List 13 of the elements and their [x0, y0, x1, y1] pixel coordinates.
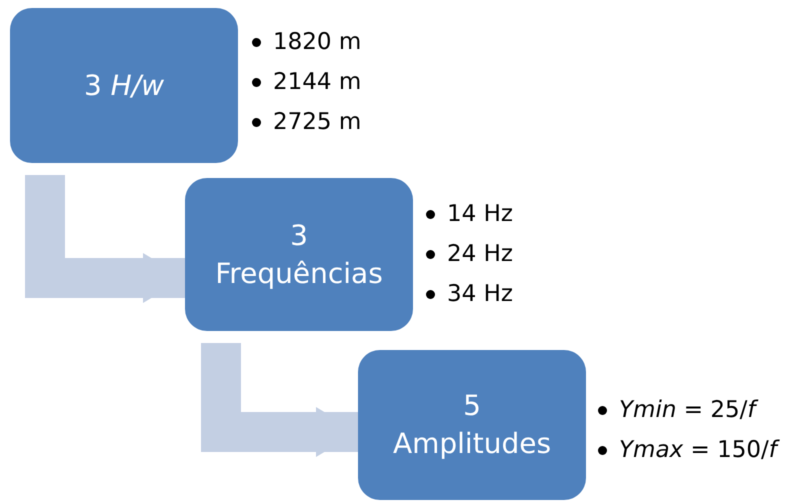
bullet-item: 2725 m — [273, 108, 362, 137]
bullet-item: 2144 m — [273, 68, 362, 97]
process-box — [185, 178, 413, 331]
box-label: 3 H/w — [84, 68, 164, 104]
bullet-item: 1820 m — [273, 28, 362, 57]
box-label: 3 Frequências — [214, 218, 384, 292]
box-label: 5 Amplitudes — [392, 388, 552, 462]
process-box — [10, 8, 238, 163]
bent-arrow — [201, 343, 358, 457]
bullet-item: 24 Hz — [447, 240, 513, 269]
bullet-item: 34 Hz — [447, 280, 513, 309]
bullet-item: 14 Hz — [447, 200, 513, 229]
process-box — [358, 350, 586, 500]
